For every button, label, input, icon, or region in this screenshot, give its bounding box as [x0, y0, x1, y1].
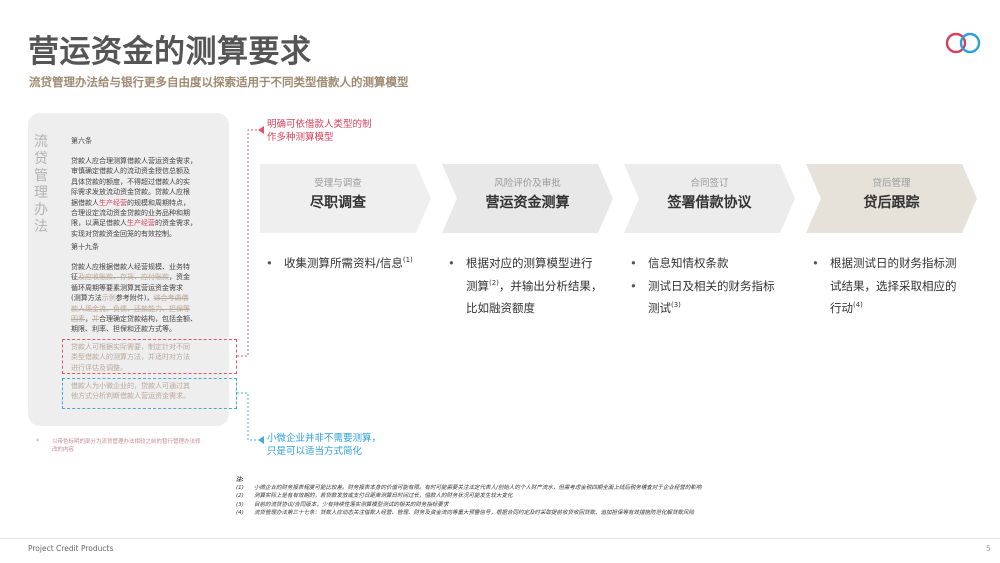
footer-divider [0, 538, 1000, 539]
list-item: 收集测算所需资料/信息(1) [266, 252, 413, 275]
new-clause-blue-box [62, 378, 237, 409]
new-clause-red-box [62, 339, 237, 374]
step-4-sub: 贷后管理 [872, 178, 911, 189]
article-19-text: 贷款人应根据借款人经营规模、业务特 征及应收账款、存货、应付账款，资金 循环周期… [71, 263, 197, 334]
footnote-mark: * [36, 438, 39, 445]
footnotes: 注: (1)小微企业的财务报表程度可能比较差。财务报表本身的价值可能有限。有时可… [236, 477, 702, 516]
list-item: 信息知情权条款 [630, 252, 775, 275]
process-step-3: 合同签订 签署借款协议 [639, 164, 780, 233]
page-title: 营运资金的测算要求 [28, 34, 312, 70]
process-step-2-shape [442, 164, 613, 233]
regulation-vertical-title: 流 贷 管 理 办 法 [34, 134, 48, 235]
article-6-text: 贷款人应合理测算借款人营运资金需求， 审慎确定借款人的流动资金授信总额及 具体贷… [71, 157, 197, 238]
callout-small-business: 小微企业并非不需要测算， 只是可以适当方式简化 [267, 433, 382, 457]
process-step-2: 风险评价及审批 营运资金测算 [457, 164, 598, 233]
list-item: 根据测试日的财务指标测 试结果，选择采取相应的 行动(4) [812, 252, 957, 320]
step-1-bullets: 收集测算所需资料/信息(1) [266, 252, 413, 275]
footer-project-name: Project Credit Products [28, 544, 114, 553]
page-number: 5 [986, 544, 991, 553]
blue-connector [237, 392, 264, 444]
step-2-bullets: 根据对应的测算模型进行 测算(2)，并输出分析结果， 比如融资额度 [448, 252, 602, 320]
footnote-4: (4)流贷管理办法第三十七条：贷款人应动态关注借款人经营、管理、财务及资金流向等… [236, 509, 695, 516]
page-subtitle: 流贷管理办法给与银行更多自由度以探索适用于不同类型借款人的测算模型 [29, 75, 409, 89]
footnote-3: (3)目前的流贷协议/合同版本，少有持续性落实测算模型测试的相关的财务指标要求 [236, 501, 449, 508]
step-1-main: 尽职调查 [310, 195, 366, 211]
step-2-sub: 风险评价及审批 [494, 178, 561, 189]
process-step-4: 贷后管理 贷后跟踪 [821, 164, 962, 233]
step-2-main: 营运资金测算 [485, 195, 570, 211]
step-1-sub: 受理与调查 [314, 178, 362, 189]
red-connector [237, 126, 264, 357]
list-item: 根据对应的测算模型进行 测算(2)，并输出分析结果， 比如融资额度 [448, 252, 602, 320]
process-step-1: 受理与调查 尽职调查 [260, 164, 416, 233]
list-item: 测试日及相关的财务指标 测试(3) [630, 275, 775, 320]
process-step-1-shape [260, 164, 431, 233]
step-3-sub: 合同签订 [690, 178, 729, 189]
step-4-bullets: 根据测试日的财务指标测 试结果，选择采取相应的 行动(4) [812, 252, 957, 320]
footnote-2: (2)测算实际上是有有效期的，若贷款发放或支付日距离测算日时间过长，借款人的财务… [236, 493, 513, 500]
footnote-1: (1)小微企业的财务报表程度可能比较差。财务报表本身的价值可能有限。有时可能需要… [236, 485, 702, 492]
process-step-3-shape [624, 164, 795, 233]
red-box-text: 贷款人可根据实际需要，制定针对不同 类型借款人的测算方法，并适时对方法 进行评估… [71, 343, 190, 372]
panel-footnote: 以带色标明的部分为流贷管理办法相较之前的暂行管理办法修 改的内容 [52, 439, 201, 453]
callout-model-types: 明确可依借款人类型的制 作多种测算模型 [267, 119, 372, 143]
step-3-bullets: 信息知情权条款 测试日及相关的财务指标 测试(3) [630, 252, 775, 320]
step-3-main: 签署借款协议 [667, 195, 752, 211]
process-step-4-shape [806, 164, 977, 233]
article-6-heading: 第六条 [71, 137, 92, 145]
step-4-main: 贷后跟踪 [863, 195, 920, 211]
article-19-heading: 第十九条 [71, 243, 99, 251]
blue-box-text: 借款人为小微企业的，贷款人可通过其 他方式分析判断借款人营运资金需求。 [71, 382, 190, 401]
brand-logo-icon [945, 32, 981, 54]
